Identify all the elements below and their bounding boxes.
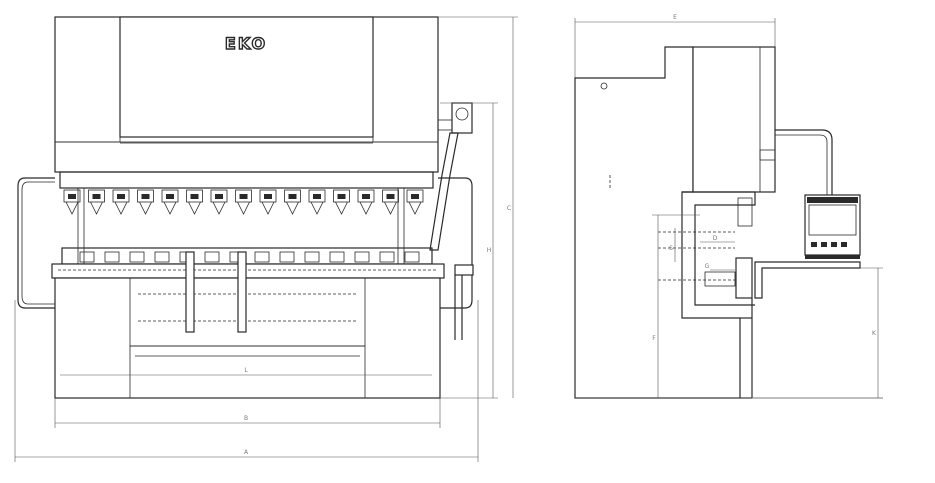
- side-view: E: [574, 14, 883, 399]
- die-block: [129, 251, 145, 263]
- dim-working-height: H: [487, 247, 492, 254]
- clamp-block: [137, 189, 154, 215]
- dim-frame-width: B: [244, 415, 248, 422]
- clamp-block: [210, 189, 228, 215]
- cnc-controller: [804, 194, 861, 259]
- clamp-block: [284, 189, 301, 215]
- dim-table-height: K: [872, 330, 877, 337]
- clamp-block: [235, 189, 252, 215]
- dim-stroke: S: [669, 245, 673, 252]
- clamp-block: [186, 189, 203, 215]
- die-block: [254, 251, 270, 263]
- dim-overall-height: C: [507, 205, 511, 212]
- clamp-block: [161, 189, 179, 215]
- dim-overall-width: A: [244, 449, 249, 456]
- clamp-block: [259, 189, 277, 215]
- die-block: [104, 251, 120, 263]
- die-block: [304, 251, 320, 263]
- die-block: [154, 251, 170, 263]
- dim-open-height: F: [652, 335, 656, 342]
- brand-logo-text: EKO: [225, 34, 267, 53]
- clamp-block: [308, 189, 326, 215]
- lower-die-blocks: [79, 251, 420, 263]
- clamp-block: [88, 189, 105, 215]
- front-view: EKO: [14, 16, 518, 462]
- dim-throat: D: [713, 235, 718, 242]
- die-block: [204, 251, 220, 263]
- die-block: [404, 251, 420, 263]
- die-block: [379, 251, 395, 263]
- die-block: [329, 251, 345, 263]
- clamp-block: [382, 189, 399, 215]
- clamp-block: [333, 189, 350, 215]
- dim-gap: G: [705, 263, 710, 270]
- die-block: [354, 251, 370, 263]
- clamp-block: [63, 189, 81, 215]
- clamp-block: [112, 189, 130, 215]
- clamp-block: [406, 189, 424, 215]
- brand-logo: EKO: [218, 32, 274, 54]
- dim-depth: E: [673, 14, 677, 21]
- dim-table-length: L: [244, 367, 248, 374]
- upper-tool-clamps: [63, 189, 424, 215]
- clamp-block: [357, 189, 375, 215]
- die-block: [79, 251, 95, 263]
- die-block: [279, 251, 295, 263]
